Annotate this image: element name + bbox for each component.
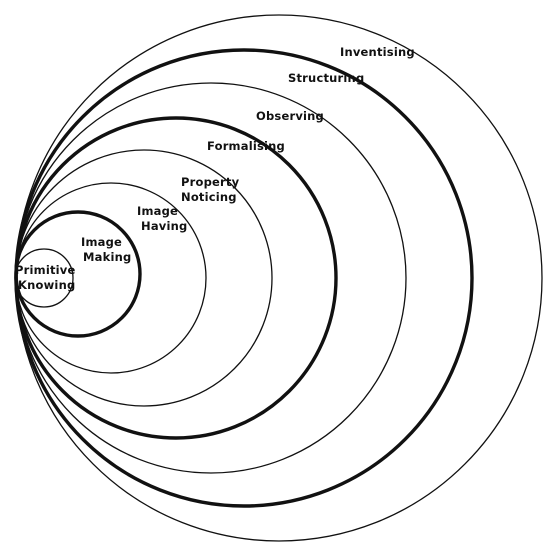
label-property-noticing-line1: Property — [181, 175, 240, 189]
label-primitive-line1: Primitive — [15, 263, 76, 277]
ring-primitive-knowing — [14, 248, 74, 308]
label-observing: Observing — [256, 109, 324, 123]
label-inventising: Inventising — [340, 45, 415, 59]
label-image-having-line2: Having — [141, 219, 187, 233]
label-formalising: Formalising — [207, 139, 285, 153]
label-property-noticing-line2: Noticing — [181, 190, 237, 204]
label-primitive-line2: Knowing — [18, 278, 75, 292]
ring-image-making — [14, 210, 142, 338]
label-image-having-line1: Image — [137, 204, 178, 218]
ring-structuring — [14, 48, 474, 508]
label-image-making-line2: Making — [83, 250, 131, 264]
label-structuring: Structuring — [288, 71, 364, 85]
label-image-making-line1: Image — [81, 235, 122, 249]
ring-inventising — [15, 14, 543, 542]
